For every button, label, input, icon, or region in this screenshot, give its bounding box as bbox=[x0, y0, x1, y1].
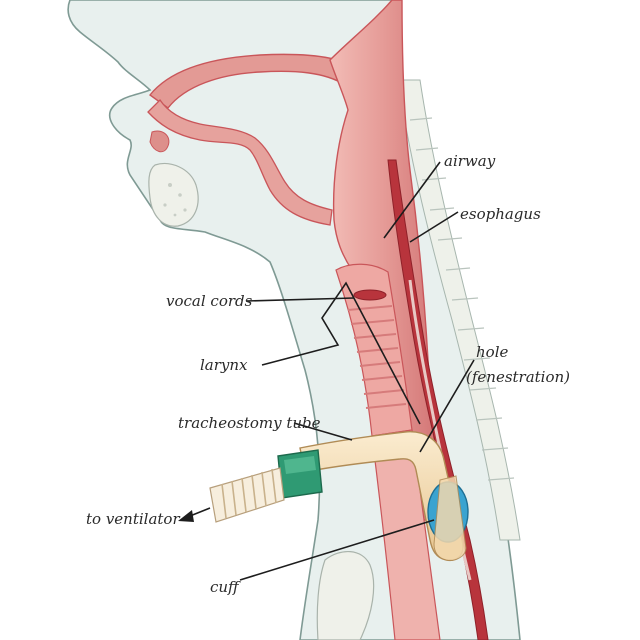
vocal-cords bbox=[353, 289, 387, 301]
label-esophagus: esophagus bbox=[460, 205, 541, 223]
label-cuff: cuff bbox=[210, 578, 241, 596]
label-vocal-cords: vocal cords bbox=[166, 292, 253, 310]
leader-airway bbox=[383, 161, 441, 239]
tongue-tip bbox=[149, 130, 170, 153]
leader-cuff bbox=[239, 519, 435, 581]
label-to-ventilator: to ventilator bbox=[86, 510, 180, 528]
label-hole: hole bbox=[476, 343, 508, 361]
oral-cavity bbox=[147, 98, 333, 226]
tube-connector bbox=[277, 449, 323, 499]
tracheal-rings bbox=[347, 305, 407, 409]
tube-segment-through-cuff bbox=[433, 475, 467, 561]
label-larynx: larynx bbox=[200, 356, 248, 374]
ventilator-arrowhead bbox=[178, 510, 194, 522]
ventilator-arrow-line bbox=[189, 507, 211, 517]
label-fenestration: (fenestration) bbox=[466, 368, 570, 386]
leader-hole bbox=[419, 359, 475, 453]
label-airway: airway bbox=[444, 152, 496, 170]
leader-larynx bbox=[261, 281, 421, 425]
cervical-spine bbox=[397, 79, 521, 541]
sternum-bone bbox=[316, 551, 375, 640]
label-tracheostomy-tube: tracheostomy tube bbox=[178, 414, 321, 432]
leader-esophagus bbox=[409, 211, 459, 243]
leader-tracheostomy-tube bbox=[293, 422, 353, 441]
vertebra-marks bbox=[409, 117, 515, 481]
bone-texture bbox=[163, 183, 187, 217]
ventilator-hose bbox=[209, 467, 285, 523]
connector-highlight bbox=[284, 456, 316, 474]
